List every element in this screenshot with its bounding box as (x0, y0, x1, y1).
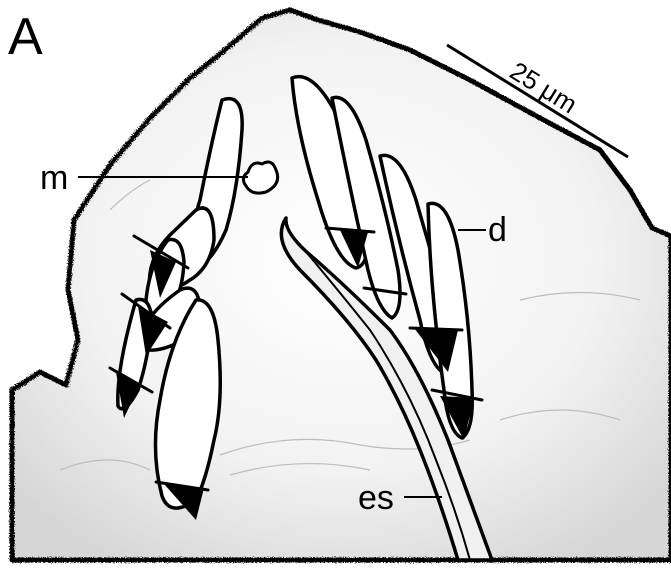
label-es: es (358, 479, 394, 517)
label-d: d (488, 211, 507, 249)
panel-label: A (8, 8, 43, 66)
label-m: m (40, 159, 68, 197)
